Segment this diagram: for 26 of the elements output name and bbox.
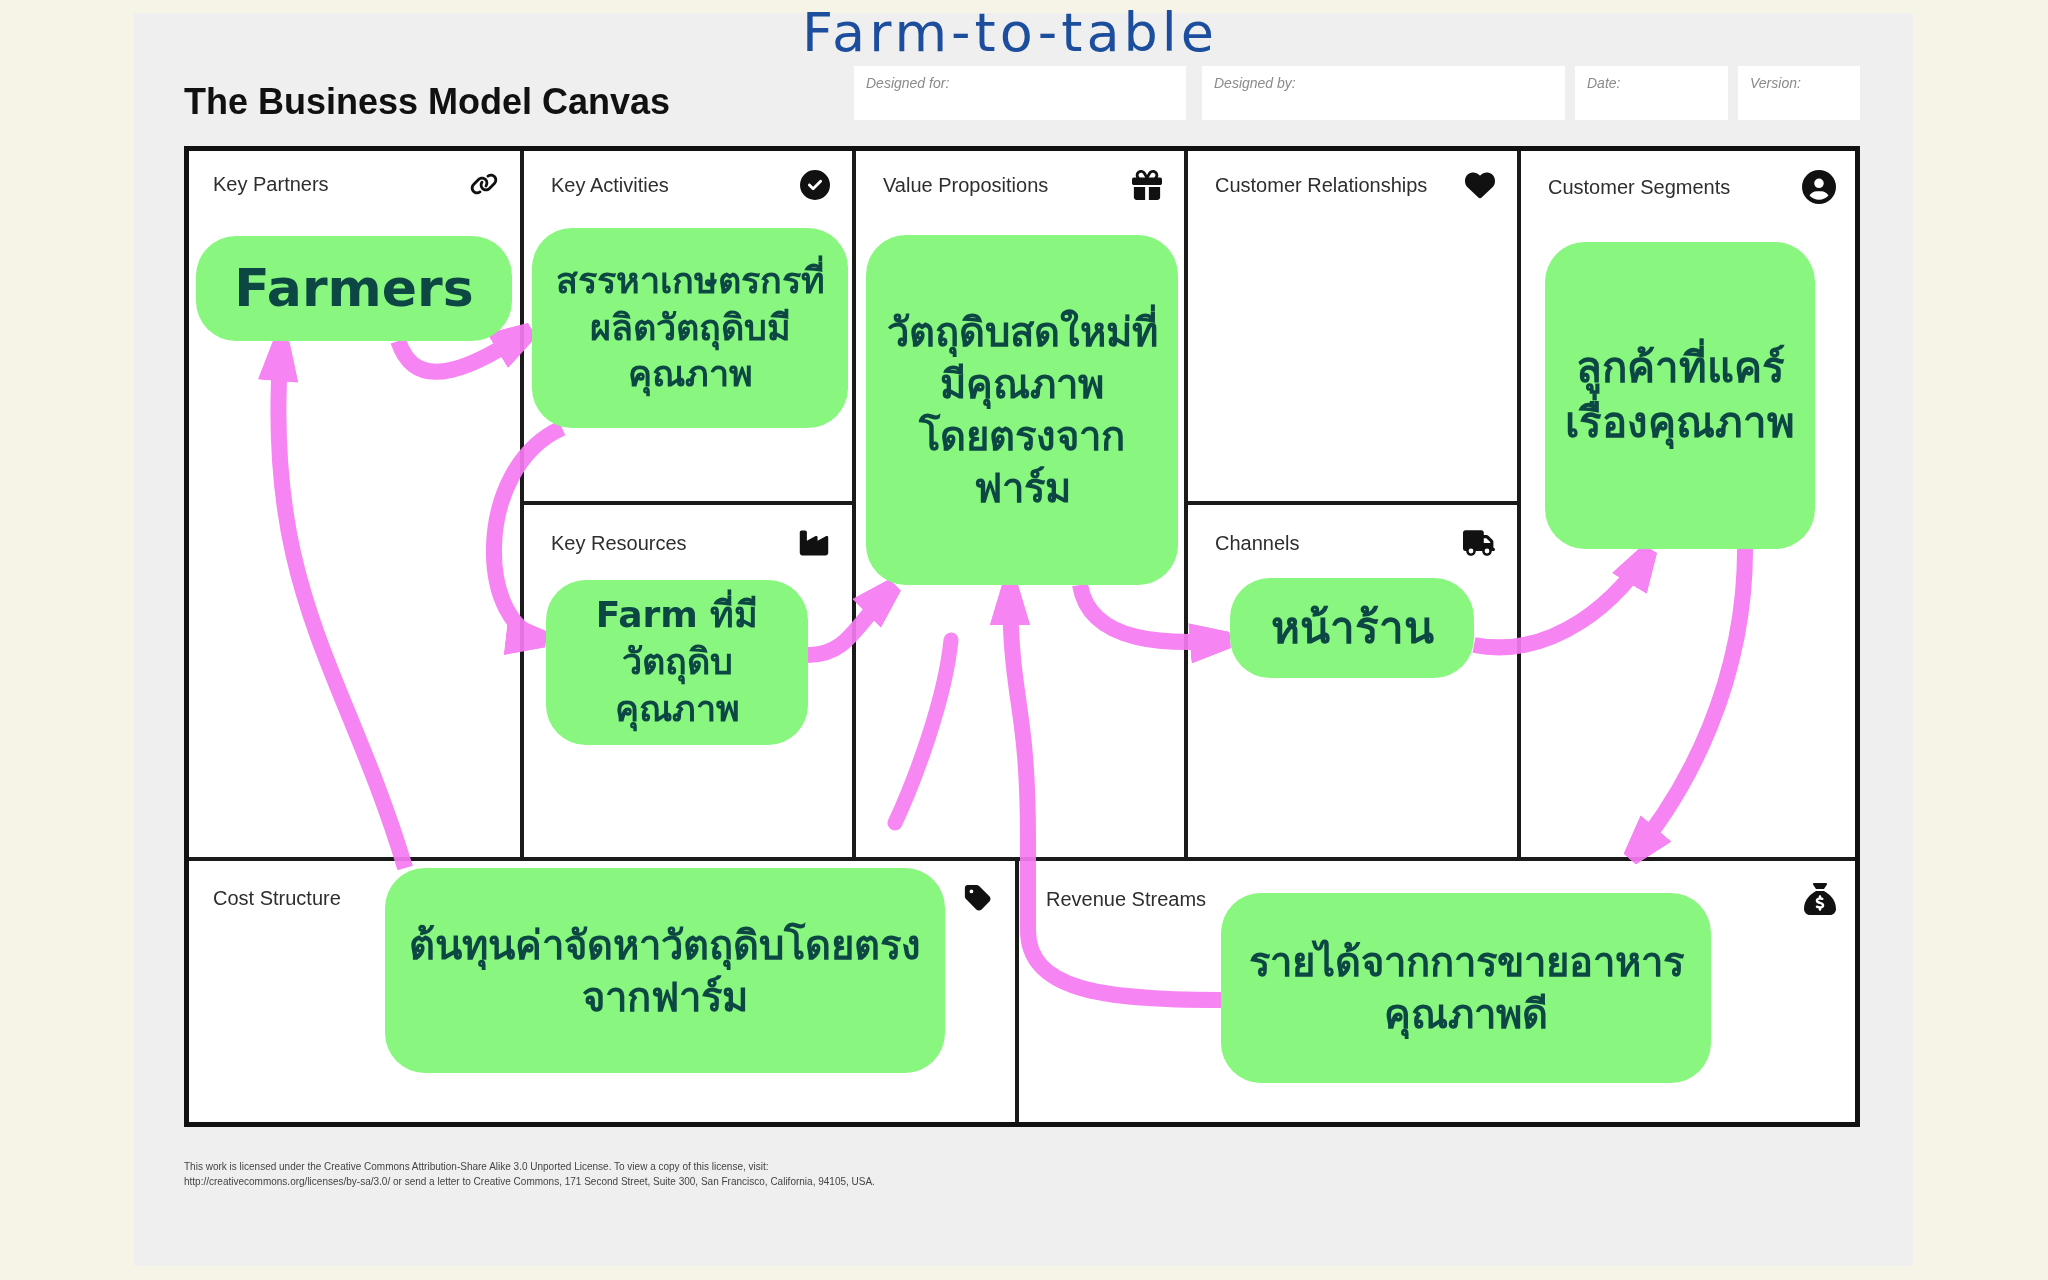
block-heading: Key Partners xyxy=(213,172,329,197)
highlighted-note: Farmers xyxy=(196,236,512,341)
block-heading: Cost Structure xyxy=(213,886,341,911)
highlighted-note: สรรหาเกษตรกรที่ผลิตวัตถุดิบมีคุณภาพ xyxy=(532,228,848,428)
highlighted-note: รายได้จากการขายอาหารคุณภาพดี xyxy=(1221,893,1711,1083)
block-heading: Channels xyxy=(1215,531,1300,556)
input-field: Designed for: xyxy=(854,66,1186,120)
highlighted-note: ลูกค้าที่แคร์เรื่องคุณภาพ xyxy=(1545,242,1815,549)
highlighted-note: Farm ที่มีวัตถุดิบคุณภาพ xyxy=(546,580,808,745)
block-heading: Key Resources xyxy=(551,531,687,556)
highlighted-note: วัตถุดิบสดใหม่ที่มีคุณภาพ โดยตรงจากฟาร์ม xyxy=(866,235,1178,585)
input-field: Date: xyxy=(1575,66,1728,120)
canvas-block xyxy=(522,503,854,859)
license-note: This work is licensed under the Creative Commons Attribution-Share Alike 3.0 Unported License. To view a copy of this license, visit: http://creativecommons.org/licenses/by-sa/3.0/ or send a letter to Creative Commons, 171 Second Street, Suite 300, San Francisco, California, 94105, USA. xyxy=(184,1160,876,1189)
canvas-block xyxy=(1186,503,1519,859)
input-field: Designed by: xyxy=(1202,66,1565,120)
block-heading: Revenue Streams xyxy=(1046,887,1207,912)
highlighted-note: ต้นทุนค่าจัดหาวัตถุดิบโดยตรงจากฟาร์ม xyxy=(385,868,945,1073)
page-title: The Business Model Canvas xyxy=(184,82,671,122)
block-heading: Customer Relationships xyxy=(1215,173,1428,198)
block-heading: Value Propositions xyxy=(883,173,1049,198)
handwritten-title: Farm-to-table xyxy=(802,2,1218,65)
block-heading: Key Activities xyxy=(551,173,669,198)
block-heading: Customer Segments xyxy=(1548,175,1731,200)
highlighted-note: หน้าร้าน xyxy=(1230,578,1474,678)
input-field: Version: xyxy=(1738,66,1860,120)
